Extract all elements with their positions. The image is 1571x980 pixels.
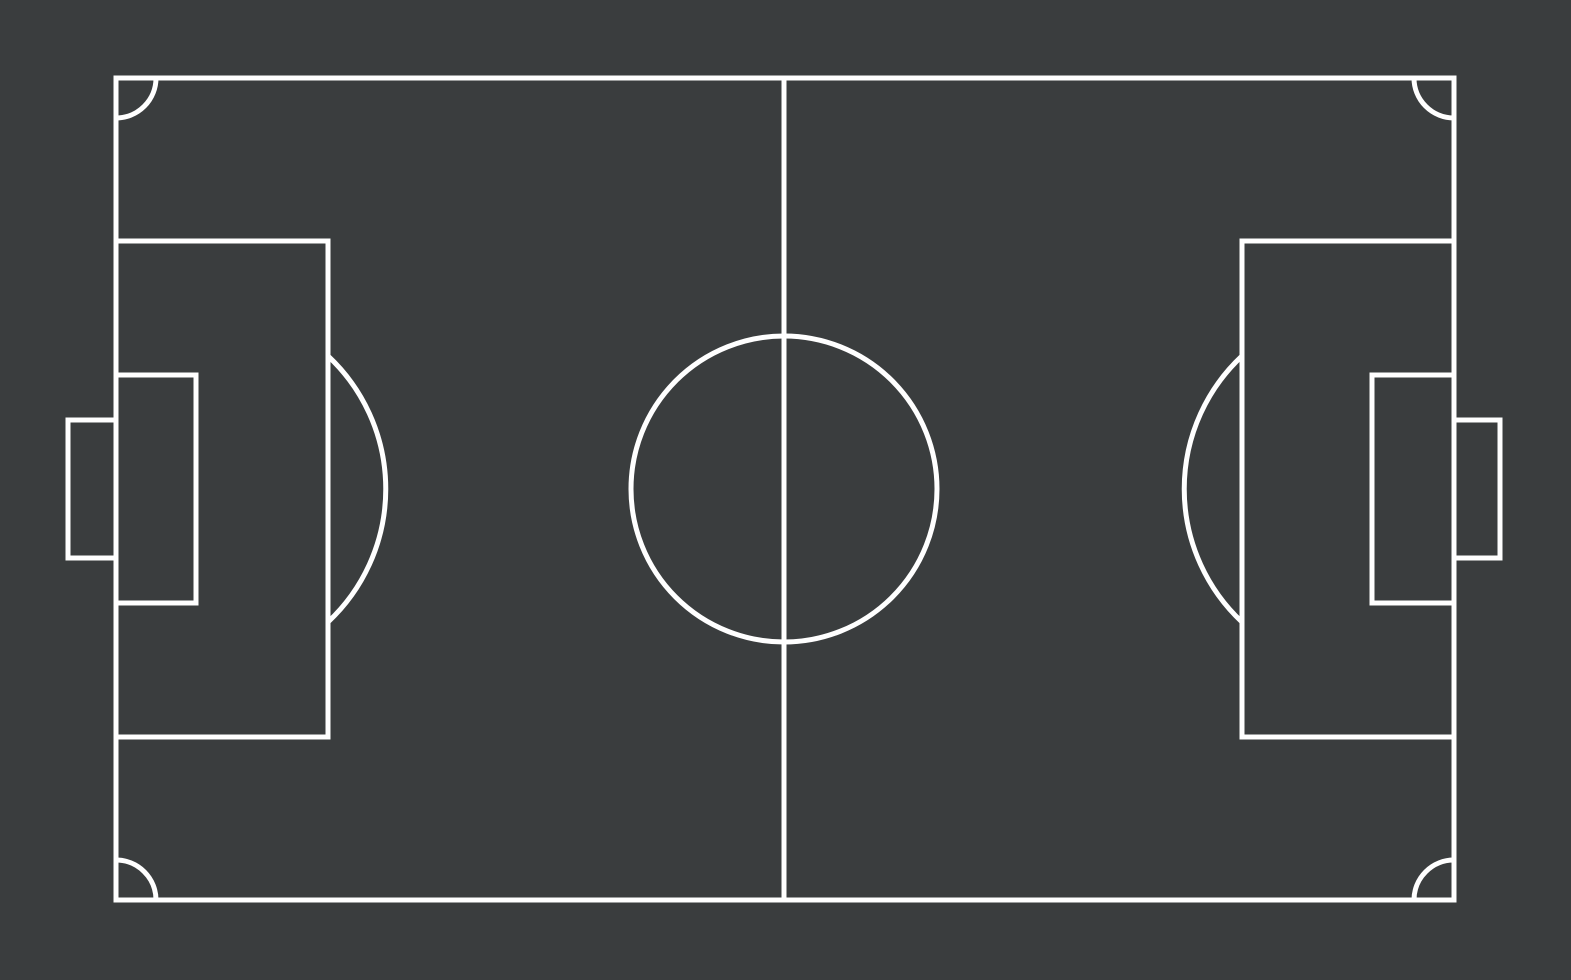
corner-arc-top-left xyxy=(115,77,159,121)
right-penalty-arc xyxy=(1181,354,1244,624)
corner-arc-top-right xyxy=(1411,77,1455,121)
right-goal xyxy=(1451,417,1503,561)
corner-arc-bottom-right xyxy=(1411,857,1455,901)
left-penalty-arc xyxy=(326,354,389,624)
left-goal xyxy=(65,417,119,561)
center-circle xyxy=(628,333,940,645)
corner-arc-bottom-left xyxy=(115,857,159,901)
